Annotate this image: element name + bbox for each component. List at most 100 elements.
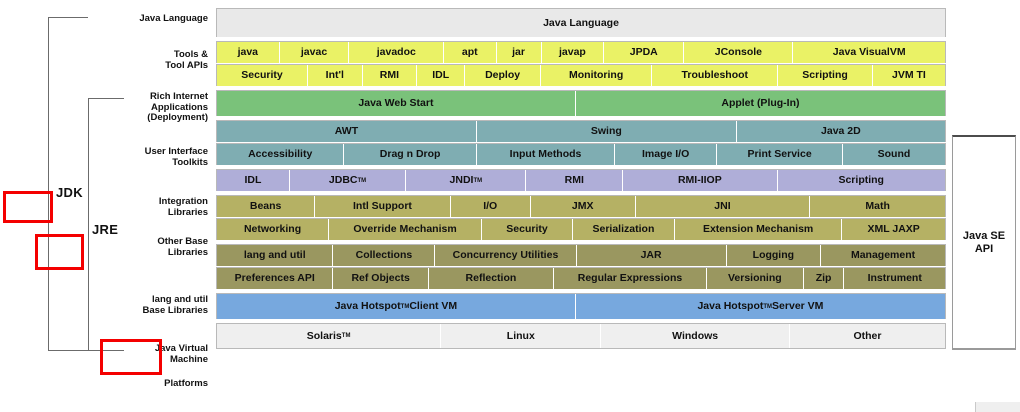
cell-lang-util-row-1-2[interactable]: Concurrency Utilities (435, 245, 577, 266)
cell-tools-row-2-7[interactable]: Scripting (778, 65, 873, 86)
horizontal-scrollbar[interactable] (975, 402, 1020, 412)
cell-label: JMX (571, 200, 594, 213)
cell-label: IDL (244, 174, 262, 187)
cell-label: I/O (483, 200, 498, 213)
band-gap-ui-toolkits-row-2 (216, 166, 946, 169)
cell-ui-toolkits-row-1-1[interactable]: Swing (477, 121, 737, 142)
cell-java-language-0[interactable]: Java Language (217, 9, 945, 37)
cell-other-base-row-2-1[interactable]: Override Mechanism (329, 219, 482, 240)
cell-ui-toolkits-row-2-5[interactable]: Sound (843, 144, 945, 165)
cell-other-base-row-2-5[interactable]: XML JAXP (842, 219, 945, 240)
band-other-base-row-1: Beans Intl Support I/O JMX JNI Math (216, 195, 946, 217)
cell-lang-util-row-2-3[interactable]: Regular Expressions (554, 268, 707, 289)
cell-other-base-row-1-3[interactable]: JMX (531, 196, 636, 217)
cell-lang-util-row-1-0[interactable]: lang and util (217, 245, 334, 266)
cell-lang-util-row-1-1[interactable]: Collections (333, 245, 436, 266)
cell-tools-row-2-4[interactable]: Deploy (465, 65, 541, 86)
cell-other-base-row-2-4[interactable]: Extension Mechanism (675, 219, 843, 240)
cell-label: RMI (379, 69, 400, 82)
cell-other-base-row-1-5[interactable]: Math (810, 196, 945, 217)
cell-tools-row-1-2[interactable]: javadoc (349, 42, 445, 63)
cell-tools-row-1-7[interactable]: JConsole (684, 42, 794, 63)
bracket-jdk (48, 17, 88, 351)
cell-integration-3[interactable]: RMI (526, 170, 624, 191)
cell-tools-row-2-1[interactable]: Int'l (308, 65, 363, 86)
cell-platforms-3[interactable]: Other (790, 324, 945, 348)
cell-label: JNI (714, 200, 731, 213)
cell-platforms-2[interactable]: Windows (601, 324, 790, 348)
cell-label: Java Hotspot (697, 300, 764, 313)
cell-tools-row-1-8[interactable]: Java VisualVM (793, 42, 944, 63)
cell-lang-util-row-2-4[interactable]: Versioning (707, 268, 804, 289)
cell-label: Security (241, 69, 283, 82)
cell-ui-toolkits-row-2-4[interactable]: Print Service (717, 144, 844, 165)
cell-platforms-1[interactable]: Linux (441, 324, 602, 348)
cell-integration-4[interactable]: RMI-IIOP (623, 170, 778, 191)
cell-tools-row-2-6[interactable]: Troubleshoot (652, 65, 779, 86)
cell-other-base-row-1-4[interactable]: JNI (636, 196, 811, 217)
cell-label: Windows (672, 329, 719, 342)
cell-lang-util-row-1-4[interactable]: Logging (727, 245, 822, 266)
band-gap-java-language (216, 38, 946, 41)
cell-label: JNDI (449, 174, 474, 187)
cell-integration-0[interactable]: IDL (217, 170, 290, 191)
cell-label: Input Methods (509, 148, 582, 161)
cell-tools-row-1-1[interactable]: javac (280, 42, 350, 63)
cell-label: Serialization (592, 223, 655, 236)
cell-other-base-row-2-2[interactable]: Security (482, 219, 573, 240)
cell-tools-row-1-3[interactable]: apt (444, 42, 497, 63)
cell-tools-row-2-0[interactable]: Security (217, 65, 308, 86)
cell-tools-row-2-2[interactable]: RMI (363, 65, 418, 86)
cell-label: Image I/O (642, 148, 690, 161)
cell-other-base-row-1-1[interactable]: Intl Support (315, 196, 451, 217)
cell-label: javac (300, 46, 328, 59)
cell-tools-row-1-6[interactable]: JPDA (604, 42, 685, 63)
cell-tools-row-1-4[interactable]: jar (497, 42, 542, 63)
trademark-icon: TM (400, 303, 410, 310)
cell-tools-row-1-0[interactable]: java (217, 42, 280, 63)
cell-integration-5[interactable]: Scripting (778, 170, 945, 191)
cell-tools-row-2-3[interactable]: IDL (417, 65, 466, 86)
cell-ui-toolkits-row-2-3[interactable]: Image I/O (615, 144, 718, 165)
cell-ui-toolkits-row-2-2[interactable]: Input Methods (477, 144, 616, 165)
cell-tools-row-2-8[interactable]: JVM TI (873, 65, 945, 86)
trademark-icon: TM (763, 303, 773, 310)
cell-lang-util-row-2-5[interactable]: Zip (804, 268, 845, 289)
cell-label: Java Web Start (358, 97, 434, 110)
cell-tools-row-2-5[interactable]: Monitoring (541, 65, 653, 86)
cell-label: lang and util (243, 249, 306, 262)
cell-other-base-row-2-0[interactable]: Networking (217, 219, 330, 240)
cell-label: Extension Mechanism (702, 223, 814, 236)
band-gap-lang-util-row-2 (216, 290, 946, 293)
cell-other-base-row-2-3[interactable]: Serialization (573, 219, 675, 240)
cell-lang-util-row-2-2[interactable]: Reflection (429, 268, 555, 289)
row-label-integration: Integration Libraries (158, 196, 208, 218)
cell-lang-util-row-2-0[interactable]: Preferences API (217, 268, 334, 289)
cell-lang-util-row-1-5[interactable]: Management (821, 245, 945, 266)
cell-label: Intl Support (353, 200, 412, 213)
cell-rich-internet-1[interactable]: Applet (Plug-In) (576, 91, 945, 116)
band-gap-tools-row-2 (216, 87, 946, 90)
cell-other-base-row-1-2[interactable]: I/O (451, 196, 531, 217)
java-se-api-label: Java SE API (962, 229, 1006, 255)
cell-other-base-row-1-0[interactable]: Beans (217, 196, 316, 217)
cell-ui-toolkits-row-1-2[interactable]: Java 2D (737, 121, 945, 142)
cell-ui-toolkits-row-2-1[interactable]: Drag n Drop (344, 144, 477, 165)
cell-rich-internet-0[interactable]: Java Web Start (217, 91, 576, 116)
cell-tools-row-1-5[interactable]: javap (542, 42, 605, 63)
cell-ui-toolkits-row-2-0[interactable]: Accessibility (217, 144, 345, 165)
cell-lang-util-row-2-1[interactable]: Ref Objects (333, 268, 429, 289)
cell-ui-toolkits-row-1-0[interactable]: AWT (217, 121, 477, 142)
cell-label: Accessibility (248, 148, 313, 161)
cell-lang-util-row-2-6[interactable]: Instrument (844, 268, 944, 289)
cell-lang-util-row-1-3[interactable]: JAR (577, 245, 727, 266)
